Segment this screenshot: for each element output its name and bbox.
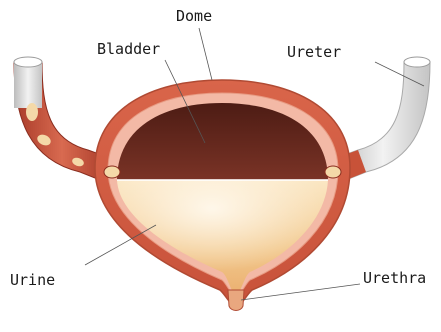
urine-label: Urine	[10, 273, 55, 288]
bladder-label: Bladder	[97, 42, 160, 57]
urethra-label: Urethra	[363, 271, 426, 286]
right-ureter-orifice	[325, 166, 341, 178]
left-ureter-orifice	[104, 166, 120, 178]
dome-label: Dome	[176, 9, 212, 24]
ureter-label: Ureter	[287, 45, 341, 60]
dome-leader	[199, 28, 212, 80]
